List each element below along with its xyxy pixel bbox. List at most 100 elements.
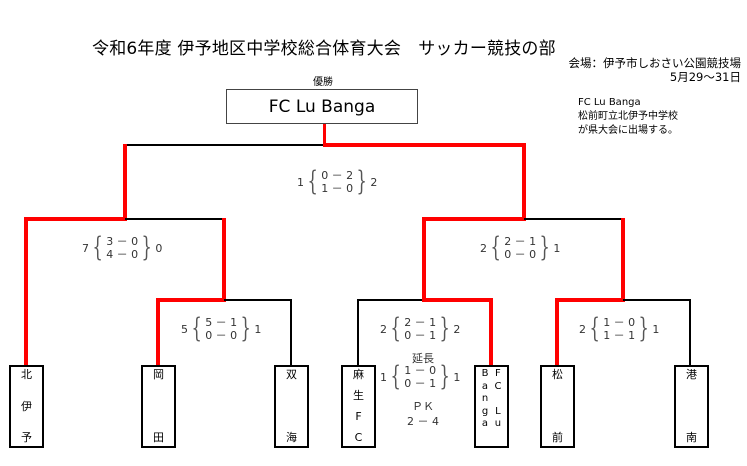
qf1-vline-futami [290,299,292,365]
brace-left: { [390,313,401,344]
qf1-hline-winner [156,298,226,302]
score-total-right: 1 [553,241,561,255]
team-char: 双 [286,368,297,381]
final-right-vline [522,144,526,221]
score-half: 2 － 1 [404,316,437,329]
qf1-hline-loser [224,299,292,301]
final-left-vline [123,144,127,221]
brace-right: } [439,313,450,344]
team-char: a [481,380,489,392]
team-char: F [495,368,501,379]
qf2-vline-aso [357,299,359,365]
score-total-left: 2 [579,322,586,336]
champion-box: FC Lu Banga [226,89,418,124]
pk-score: 2 － 4 [407,415,439,428]
final-left-hline [125,144,324,146]
team-box-futami: 双 海 [274,365,309,448]
qf1-vline-okada [156,298,160,365]
qf3-vline-konan [689,299,691,365]
team-char: g [481,405,489,417]
team-char: C [354,431,363,444]
qf3-vline-matsumae [555,298,559,365]
team-char: 生 [353,389,364,402]
note-line: 松前町立北伊予中学校 [578,111,678,122]
score-half: 0 － 1 [404,329,437,342]
brace-right: } [638,313,649,344]
brace-left: { [390,361,401,392]
extra-time-label: 延長 [412,352,434,365]
score-half: 4 － 0 [106,248,139,261]
team-box-konan: 港 南 [674,365,709,448]
team-char: 予 [21,431,32,444]
team-name-column: B a n g a [482,368,489,431]
final-right-hline [323,143,526,147]
sf-right-vline-left [422,217,426,302]
sf-right-hline-winner [422,217,526,221]
brace-left: { [589,313,600,344]
sf-right-vline-right [621,218,625,302]
brace-right: } [356,166,367,197]
sf-left-vline-kitaiyo [24,217,28,365]
venue-info: 会場：伊予市しおさい公園競技場 5月29～31日 [569,56,742,84]
sf-left-hline-winner [24,217,127,221]
team-char: 伊 [21,399,32,413]
team-char: 北 [21,368,32,381]
score-total-left: 5 [181,322,188,336]
team-box-matsumae: 松 前 [540,365,575,448]
score-half: 3 － 0 [106,235,139,248]
brace-left: { [490,232,501,263]
team-name-column: F C L u [494,368,501,431]
score-total-left: 2 [480,241,487,255]
page-title: 令和6年度 伊予地区中学校総合体育大会 サッカー競技の部 [92,39,556,59]
brace-right: } [439,361,450,392]
team-char: 海 [286,431,297,444]
team-char: u [494,418,502,429]
team-box-kitaiyo: 北 伊 予 [9,365,44,448]
score-half: 0 － 2 [321,169,354,182]
score-half: 0 － 0 [205,329,238,342]
score-total-left: 7 [82,241,89,255]
team-char: C [494,380,502,392]
sf-left-hline-loser [125,218,224,220]
qf2-vline-lubanga [489,298,493,365]
score-half: 1 － 0 [321,182,354,195]
score-total-right: 1 [453,370,461,384]
score-total-left: 1 [380,370,387,384]
team-char: 麻 [353,368,364,381]
sf-right-hline-loser [524,218,624,220]
score-total-right: 0 [155,241,163,255]
score-total-right: 1 [652,322,660,336]
qualification-note: FC Lu Banga 松前町立北伊予中学校 が県大会に出場する。 [578,96,678,138]
team-box-aso-fc: 麻 生 F C [341,365,376,448]
team-char: 南 [686,431,697,444]
pk-label: ＰＫ [412,400,434,413]
score-half: 5 － 1 [205,316,238,329]
score-total-right: 2 [453,322,461,336]
final-stem-line [323,124,326,146]
champion-label: 優勝 [313,77,333,88]
qf3-hline-loser [623,299,691,301]
brace-right: } [539,232,550,263]
note-line: FC Lu Banga [578,97,641,108]
qf2-hline-winner [422,298,493,302]
brace-left: { [307,166,318,197]
team-char: B [481,368,489,379]
score-half: 2 － 1 [504,235,537,248]
team-char: F [355,410,362,423]
score-half: 1 － 0 [603,316,636,329]
team-char: 港 [686,368,697,381]
team-box-fc-lu-banga: B a n g a F C L u [474,365,509,448]
team-char: n [481,393,489,404]
qf2-hline-loser [357,299,424,301]
sf-left-vline-okada [222,218,226,302]
score-half: 1 － 0 [404,364,437,377]
brace-right: } [240,313,251,344]
team-char: 岡 [153,368,164,381]
team-char: 前 [552,431,563,444]
score-total-right: 2 [370,175,378,189]
